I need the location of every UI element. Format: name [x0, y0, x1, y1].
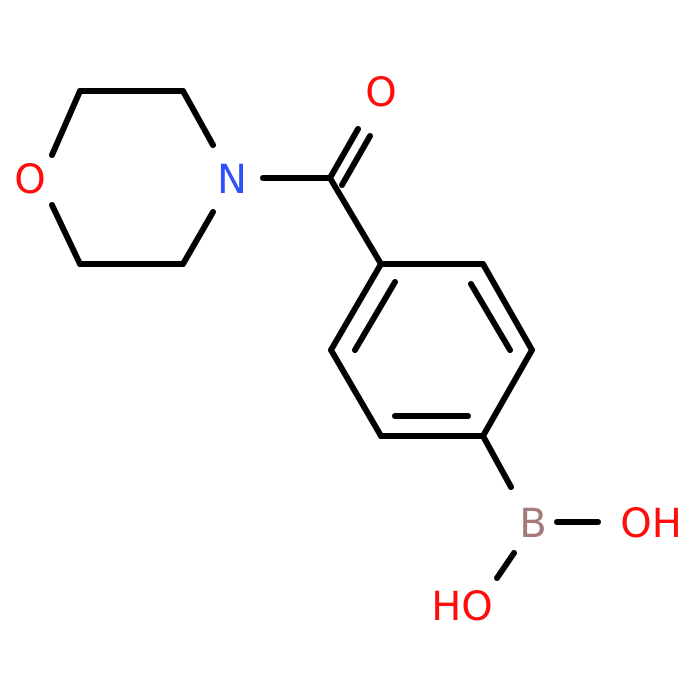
- bond-carbonyl-double-outer: [327, 126, 361, 181]
- bond-c-n-top: [180, 88, 216, 148]
- bond-o-c-top: [49, 88, 83, 158]
- boron-label: B: [519, 501, 546, 547]
- bond-carbonyl-to-ring: [327, 175, 384, 267]
- bond-ring-bottom-left: [328, 347, 384, 439]
- carbonyl-oxygen-label: O: [365, 70, 396, 116]
- bond-carbonyl-double-inner: [339, 133, 373, 188]
- morpholine-oxygen-label: O: [14, 157, 45, 203]
- hydroxyl-right-label: OH: [620, 501, 682, 547]
- bond-ring-top-left: [328, 261, 384, 353]
- bond-ring-top-right: [480, 261, 535, 353]
- bonds: [49, 88, 601, 581]
- atom-labels: O N O B OH HO: [14, 70, 682, 630]
- bond-ring-to-boron: [480, 433, 514, 490]
- morpholine-nitrogen-label: N: [217, 157, 247, 203]
- bond-boron-oh-bottom: [494, 550, 517, 581]
- bond-o-c-bottom: [49, 202, 83, 267]
- bond-ring-inner-right: [468, 281, 513, 353]
- hydroxyl-bottom-label: HO: [431, 584, 493, 630]
- bond-ring-inner-top-left: [352, 279, 398, 353]
- bond-c-n-bottom: [180, 209, 216, 267]
- bond-ring-bottom-right: [480, 347, 535, 439]
